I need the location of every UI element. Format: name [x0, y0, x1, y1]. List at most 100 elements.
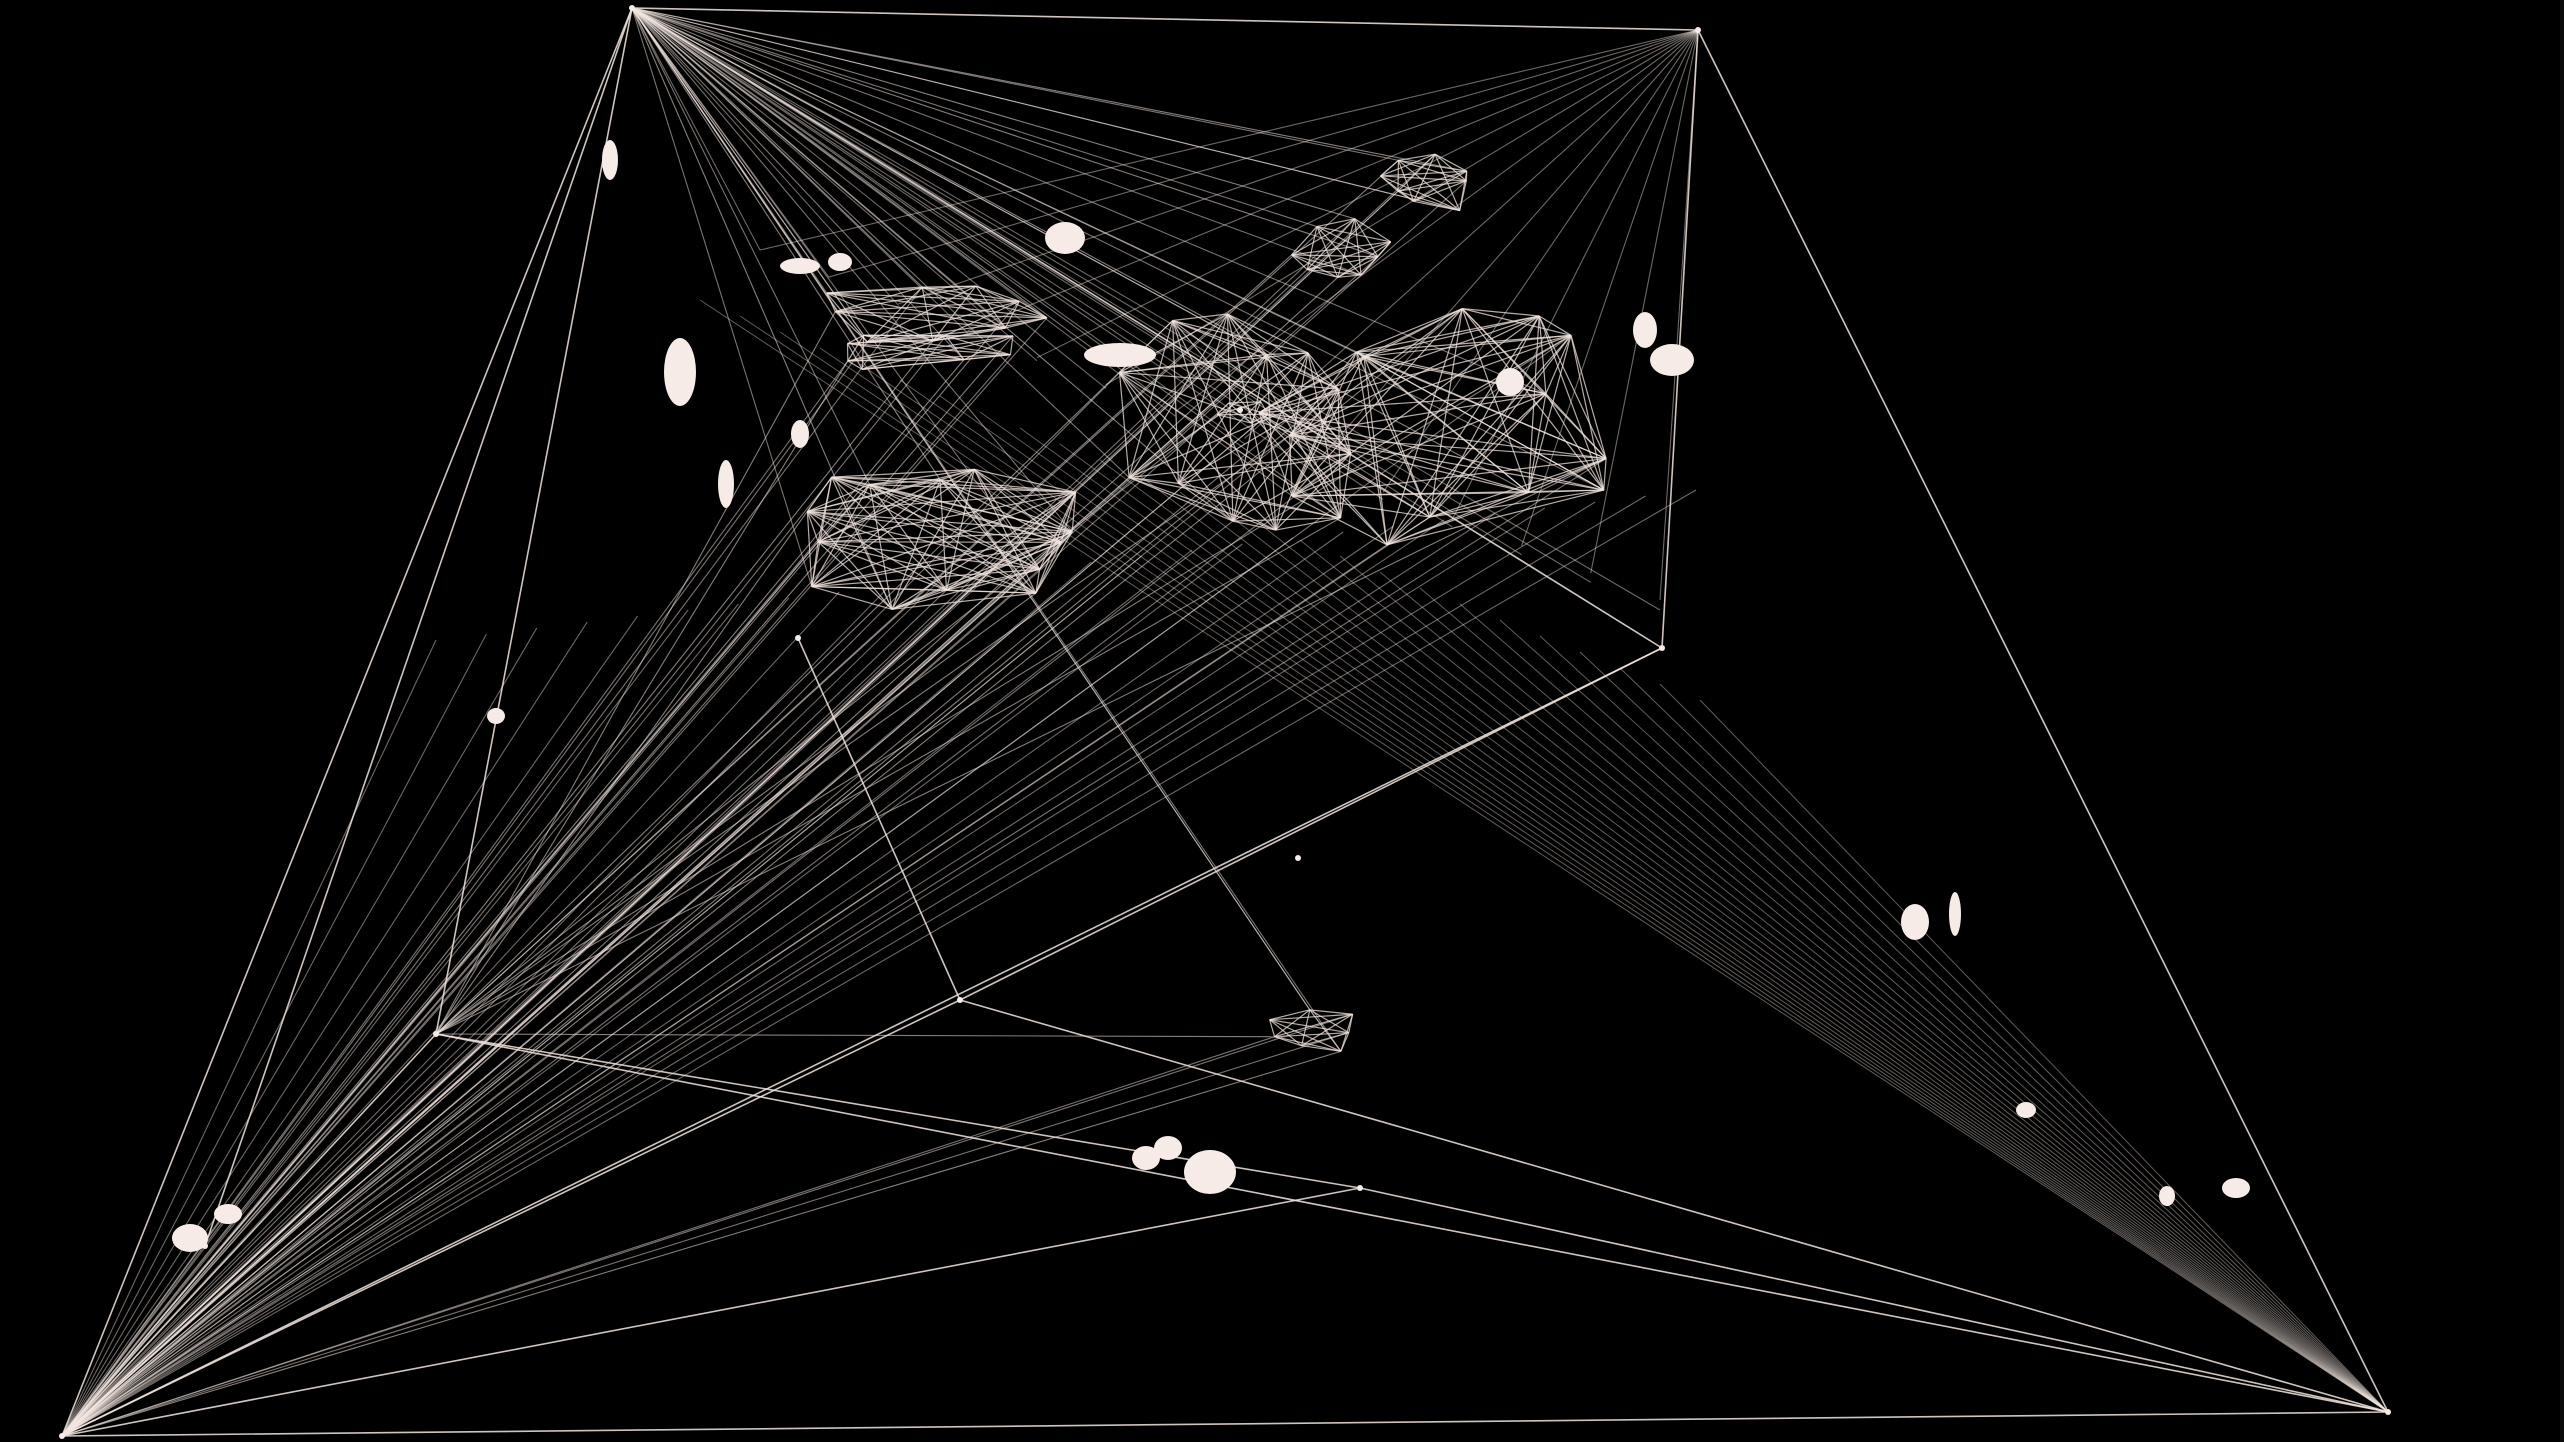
graph-node-cluster[interactable]: [2016, 1102, 2036, 1118]
graph-edge: [1291, 334, 1572, 497]
graph-hub-node[interactable]: [59, 1433, 65, 1439]
graph-edge: [939, 395, 2389, 1413]
graph-edge: [779, 331, 2389, 1413]
graph-hub-node[interactable]: [1659, 645, 1665, 651]
graph-node-cluster[interactable]: [1901, 904, 1929, 940]
graph-edge: [61, 531, 1344, 1437]
graph-node-cluster[interactable]: [487, 708, 505, 724]
graph-edge: [1009, 335, 1014, 355]
graph-hub-node[interactable]: [2385, 1409, 2391, 1415]
graph-edge: [1269, 1019, 1302, 1047]
graph-edge: [61, 647, 1663, 1437]
graph-edge: [1545, 335, 1572, 394]
graph-edge: [1269, 1019, 1276, 1037]
graph-edge: [835, 310, 1006, 329]
graph-edge: [1258, 393, 1546, 414]
graph-edge: [940, 479, 1076, 493]
graph-edge: [1538, 315, 1572, 336]
graph-edge: [1232, 520, 1276, 531]
graph-edge: [1337, 241, 1392, 278]
graph-node-cluster[interactable]: [2159, 1186, 2175, 1206]
graph-edge: [61, 388, 1339, 1437]
graph-edge: [869, 479, 941, 486]
graph-hub-node[interactable]: [1295, 855, 1301, 861]
graph-edge: [1527, 335, 1572, 493]
graph-edge: [435, 476, 833, 1035]
graph-edge: [204, 7, 633, 1247]
graph-edge: [1313, 29, 1699, 466]
graph-node-cluster[interactable]: [1650, 344, 1694, 376]
graph-edge: [61, 585, 890, 1437]
graph-edge: [1316, 225, 1391, 243]
graph-hub-node[interactable]: [1695, 27, 1701, 33]
graph-edge: [1251, 413, 1269, 424]
graph-edge: [61, 537, 1294, 1437]
graph-edge: [859, 363, 2389, 1413]
graph-hub-node[interactable]: [957, 997, 963, 1003]
graph-node-cluster[interactable]: [1633, 312, 1657, 348]
graph-edge: [631, 7, 1245, 445]
graph-hub-node[interactable]: [202, 1243, 208, 1249]
graph-edge: [1258, 308, 1463, 414]
graph-edge: [1228, 402, 1252, 424]
graph-node-cluster[interactable]: [1949, 892, 1961, 936]
graph-node-cluster[interactable]: [1045, 222, 1085, 254]
graph-hub-node[interactable]: [629, 5, 635, 11]
graph-node-cluster[interactable]: [1154, 1136, 1182, 1160]
graph-edge: [61, 633, 487, 1437]
graph-node-cluster[interactable]: [2222, 1178, 2250, 1198]
graph-edge: [61, 627, 538, 1437]
graph-edge: [1178, 482, 1277, 531]
graph-edge: [869, 484, 948, 591]
graph-edge: [1462, 308, 1572, 336]
graph-edge: [61, 591, 840, 1437]
graph-edge: [1340, 453, 1352, 518]
graph-edge: [1462, 308, 1540, 317]
graph-node-cluster[interactable]: [1496, 368, 1524, 396]
graph-node-cluster[interactable]: [791, 420, 809, 448]
graph-node-cluster[interactable]: [780, 258, 820, 274]
graph-node-cluster[interactable]: [172, 1224, 208, 1252]
graph-edge: [974, 468, 1076, 493]
graph-edge: [862, 335, 1014, 370]
graph-node-cluster[interactable]: [1084, 343, 1156, 367]
graph-edge: [1579, 651, 2389, 1413]
graph-edge: [1178, 482, 1234, 522]
graph-node-cluster[interactable]: [1184, 1150, 1236, 1194]
graph-edge: [631, 7, 1341, 519]
graph-hub-node[interactable]: [1357, 1185, 1363, 1191]
graph-edge: [1036, 29, 1699, 359]
graph-edge: [826, 292, 868, 343]
graph-edge: [1386, 491, 1529, 546]
graph-edge: [759, 29, 1699, 251]
graph-edge: [1232, 354, 1268, 522]
graph-node-cluster[interactable]: [718, 460, 734, 508]
graph-edge: [631, 7, 1315, 472]
graph-hub-node[interactable]: [433, 1031, 439, 1037]
graph-edge: [1380, 153, 1436, 177]
graph-node-cluster[interactable]: [828, 253, 852, 271]
graph-hub-node[interactable]: [1237, 407, 1243, 413]
graph-node-cluster[interactable]: [664, 338, 696, 406]
graph-edge: [61, 356, 1365, 1437]
graph-edge: [631, 7, 1176, 417]
graph-edge: [435, 1033, 1275, 1038]
graph-edge: [811, 491, 1076, 588]
graph-edge: [862, 359, 965, 370]
graph-node-cluster[interactable]: [602, 140, 618, 180]
graph-edge: [1697, 29, 2389, 1413]
graph-edge: [631, 7, 813, 587]
graph-edge: [739, 315, 2389, 1413]
graph-node-cluster[interactable]: [1132, 1146, 1160, 1170]
graph-edge: [61, 573, 991, 1437]
graph-edge: [631, 7, 1362, 276]
graph-edge: [631, 7, 830, 279]
graph-edge: [1590, 29, 1699, 574]
graph-edge: [1059, 443, 2389, 1413]
graph-edge: [1451, 29, 1699, 520]
graph-node-cluster[interactable]: [214, 1204, 242, 1224]
graph-hub-node[interactable]: [795, 635, 801, 641]
graph-edge: [1306, 218, 1356, 270]
graph-edge: [1538, 315, 1547, 394]
